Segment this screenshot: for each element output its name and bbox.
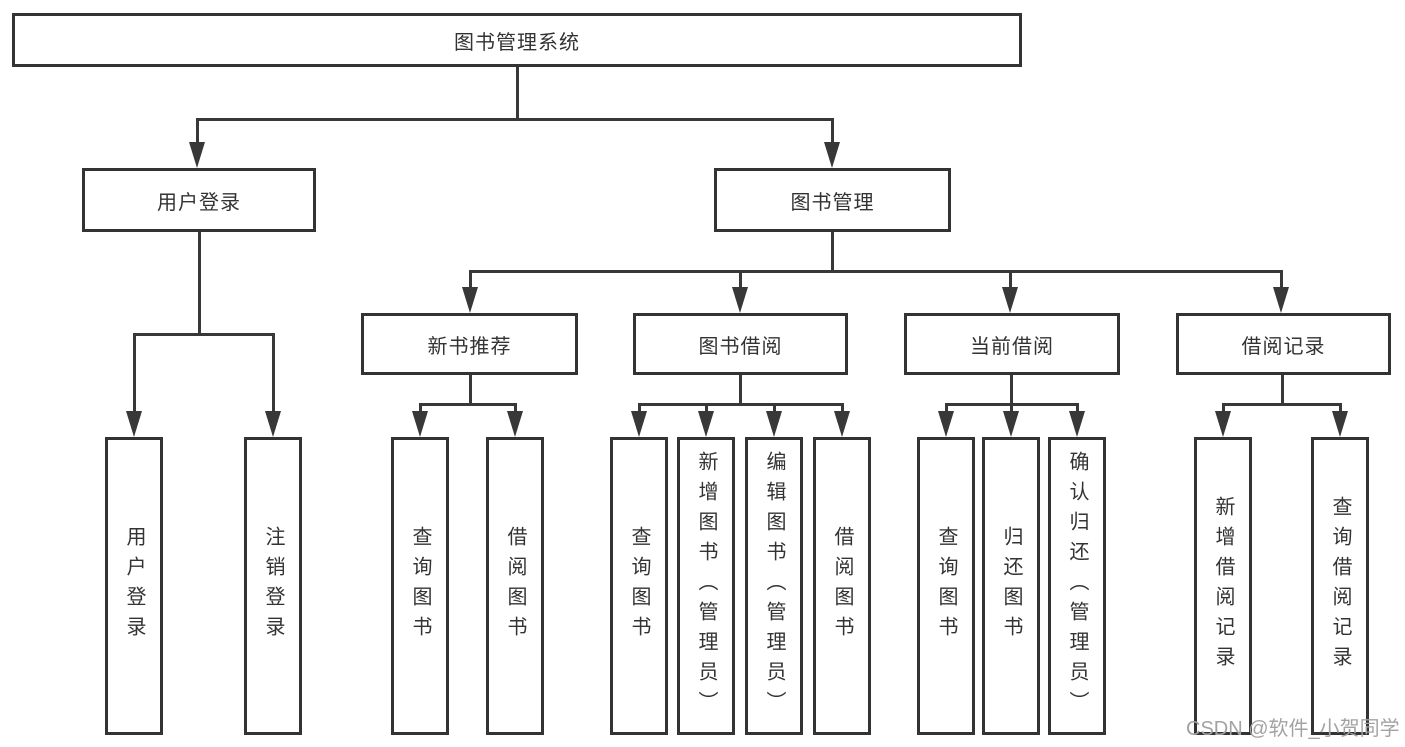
arrow-down-icon <box>1003 411 1019 437</box>
node-leaf-records-query-record: 查询借阅记录 <box>1311 437 1369 735</box>
connector-borrowing-drop-1 <box>638 403 641 413</box>
arrow-down-icon <box>507 411 523 437</box>
node-leaf-borrowing-add-books-admin: 新增图书（管理员） <box>677 437 735 735</box>
arrow-down-icon <box>732 287 748 313</box>
connector-userlogin-drop-1 <box>133 333 136 413</box>
arrow-down-icon <box>462 287 478 313</box>
connector-current-drop-3 <box>1076 403 1079 413</box>
node-leaf-current-query-books-label: 查询图书 <box>935 526 957 646</box>
connector-userlogin-hline <box>133 333 275 336</box>
arrow-down-icon <box>412 411 428 437</box>
node-leaf-user-login: 用户登录 <box>105 437 163 735</box>
node-borrowing-records-label: 借阅记录 <box>1241 335 1326 358</box>
connector-current-drop-1 <box>945 403 948 413</box>
node-leaf-recommend-query-books-label: 查询图书 <box>409 526 431 646</box>
connector-records-stem <box>1281 375 1284 406</box>
node-leaf-records-add-record-label: 新增借阅记录 <box>1212 496 1234 676</box>
arrow-down-icon <box>824 142 840 168</box>
connector-borrowing-hline <box>638 403 844 406</box>
arrow-down-icon <box>1332 411 1348 437</box>
csdn-watermark: CSDN @软件_小贺同学 <box>1186 718 1400 740</box>
node-leaf-recommend-borrow-books: 借阅图书 <box>486 437 544 735</box>
node-leaf-logout-label: 注销登录 <box>262 526 284 646</box>
connector-bookmgmt-drop-4 <box>1280 270 1283 290</box>
connector-borrowing-drop-3 <box>773 403 776 413</box>
connector-root-drop-right <box>831 118 834 146</box>
connector-bookmgmt-hline <box>469 270 1283 273</box>
connector-root-stem <box>516 67 519 121</box>
connector-borrowing-drop-4 <box>841 403 844 413</box>
arrow-down-icon <box>1215 411 1231 437</box>
node-leaf-borrowing-borrow-books-label: 借阅图书 <box>831 526 853 646</box>
node-book-borrowing-label: 图书借阅 <box>698 335 783 358</box>
arrow-down-icon <box>834 411 850 437</box>
node-leaf-current-return-books: 归还图书 <box>982 437 1040 735</box>
connector-bookmgmt-drop-1 <box>469 270 472 290</box>
node-leaf-recommend-borrow-books-label: 借阅图书 <box>504 526 526 646</box>
node-library-system: 图书管理系统 <box>12 13 1022 67</box>
node-leaf-current-confirm-return-admin-label: 确认归还（管理员） <box>1066 451 1088 721</box>
arrow-down-icon <box>126 411 142 437</box>
node-leaf-current-return-books-label: 归还图书 <box>1000 526 1022 646</box>
node-new-book-recommend-label: 新书推荐 <box>427 335 512 358</box>
arrow-down-icon <box>766 411 782 437</box>
node-user-login-module: 用户登录 <box>82 168 316 232</box>
node-leaf-borrowing-edit-books-admin-label: 编辑图书（管理员） <box>763 451 785 721</box>
node-leaf-borrowing-query-books: 查询图书 <box>610 437 668 735</box>
connector-recommend-drop-2 <box>514 403 517 413</box>
connector-recommend-drop-1 <box>419 403 422 413</box>
node-leaf-borrowing-borrow-books: 借阅图书 <box>813 437 871 735</box>
node-leaf-records-add-record: 新增借阅记录 <box>1194 437 1252 735</box>
node-new-book-recommend: 新书推荐 <box>361 313 578 375</box>
node-leaf-records-query-record-label: 查询借阅记录 <box>1329 496 1351 676</box>
connector-recommend-stem <box>469 375 472 406</box>
connector-bookmgmt-drop-2 <box>739 270 742 290</box>
node-leaf-borrowing-query-books-label: 查询图书 <box>628 526 650 646</box>
arrow-down-icon <box>1069 411 1085 437</box>
connector-recommend-hline <box>419 403 517 406</box>
arrow-down-icon <box>938 411 954 437</box>
arrow-down-icon <box>189 142 205 168</box>
node-library-system-label: 图书管理系统 <box>454 31 580 54</box>
connector-root-drop-left <box>196 118 199 146</box>
node-user-login-module-label: 用户登录 <box>157 191 241 214</box>
node-book-management: 图书管理 <box>714 168 951 232</box>
node-borrowing-records: 借阅记录 <box>1176 313 1391 375</box>
node-leaf-user-login-label: 用户登录 <box>123 526 145 646</box>
connector-bookmgmt-stem <box>831 232 834 273</box>
node-current-borrowing: 当前借阅 <box>904 313 1120 375</box>
node-book-borrowing: 图书借阅 <box>633 313 848 375</box>
connector-records-hline <box>1222 403 1342 406</box>
node-current-borrowing-label: 当前借阅 <box>970 335 1054 358</box>
arrow-down-icon <box>265 411 281 437</box>
connector-root-hline <box>196 118 834 121</box>
connector-borrowing-drop-2 <box>705 403 708 413</box>
connector-current-drop-2 <box>1010 403 1013 413</box>
connector-records-drop-2 <box>1339 403 1342 413</box>
node-leaf-logout: 注销登录 <box>244 437 302 735</box>
node-leaf-recommend-query-books: 查询图书 <box>391 437 449 735</box>
arrow-down-icon <box>1273 287 1289 313</box>
connector-bookmgmt-drop-3 <box>1009 270 1012 290</box>
node-leaf-current-confirm-return-admin: 确认归还（管理员） <box>1048 437 1106 735</box>
arrow-down-icon <box>631 411 647 437</box>
connector-current-stem <box>1010 375 1013 406</box>
node-leaf-borrowing-add-books-admin-label: 新增图书（管理员） <box>695 451 717 721</box>
arrow-down-icon <box>1002 287 1018 313</box>
connector-userlogin-stem <box>198 232 201 336</box>
connector-userlogin-drop-2 <box>272 333 275 413</box>
connector-borrowing-stem <box>739 375 742 406</box>
arrow-down-icon <box>698 411 714 437</box>
node-leaf-borrowing-edit-books-admin: 编辑图书（管理员） <box>745 437 803 735</box>
node-leaf-current-query-books: 查询图书 <box>917 437 975 735</box>
node-book-management-label: 图书管理 <box>790 191 875 214</box>
connector-records-drop-1 <box>1222 403 1225 413</box>
